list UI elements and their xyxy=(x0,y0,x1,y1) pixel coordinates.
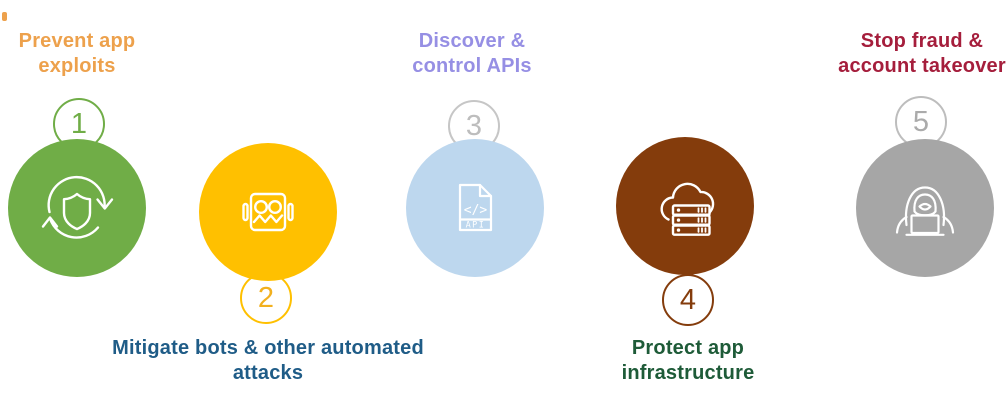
step3-number: 3 xyxy=(465,109,483,142)
bot-face-icon xyxy=(242,192,294,232)
step2-number: 2 xyxy=(257,281,275,314)
step3-circle: </> API xyxy=(406,139,544,277)
step4-number-badge: 4 xyxy=(662,274,714,326)
step1-label: Prevent app exploits xyxy=(7,29,147,79)
step1-number: 1 xyxy=(70,107,88,140)
step2-circle xyxy=(199,143,337,281)
step5-circle xyxy=(856,139,994,277)
code-glyph-text: </> xyxy=(464,203,488,218)
step1-label-line2: exploits xyxy=(38,55,116,77)
clipped-shape-fragment xyxy=(2,12,7,21)
cloud-server-icon xyxy=(660,182,715,236)
step3-label-line1: Discover & xyxy=(418,30,526,52)
step4-label-line1: Protect app xyxy=(631,337,745,359)
step5-label-line2: account takeover xyxy=(838,55,1006,77)
step1-label-line1: Prevent app xyxy=(18,30,136,52)
step1-circle xyxy=(8,139,146,277)
step5-label-line1: Stop fraud & xyxy=(860,30,984,52)
hooded-hacker-icon xyxy=(895,186,955,236)
step5-label: Stop fraud & account takeover xyxy=(830,29,1007,79)
step2-label-line2: attacks xyxy=(232,362,304,384)
step4-label: Protect app infrastructure xyxy=(601,336,775,386)
shield-cycle-icon xyxy=(41,175,114,239)
step3-label: Discover & control APIs xyxy=(402,29,542,79)
api-label-text: API xyxy=(466,221,486,231)
step2-label-line1: Mitigate bots & other automated xyxy=(112,337,424,359)
step5-number: 5 xyxy=(912,105,930,138)
step4-number: 4 xyxy=(679,283,697,316)
step4-circle xyxy=(616,137,754,275)
step4-label-line2: infrastructure xyxy=(621,362,755,384)
api-file-icon: </> API xyxy=(458,183,493,232)
step3-label-line2: control APIs xyxy=(412,55,532,77)
step2-label: Mitigate bots & other automated attacks xyxy=(103,336,433,386)
